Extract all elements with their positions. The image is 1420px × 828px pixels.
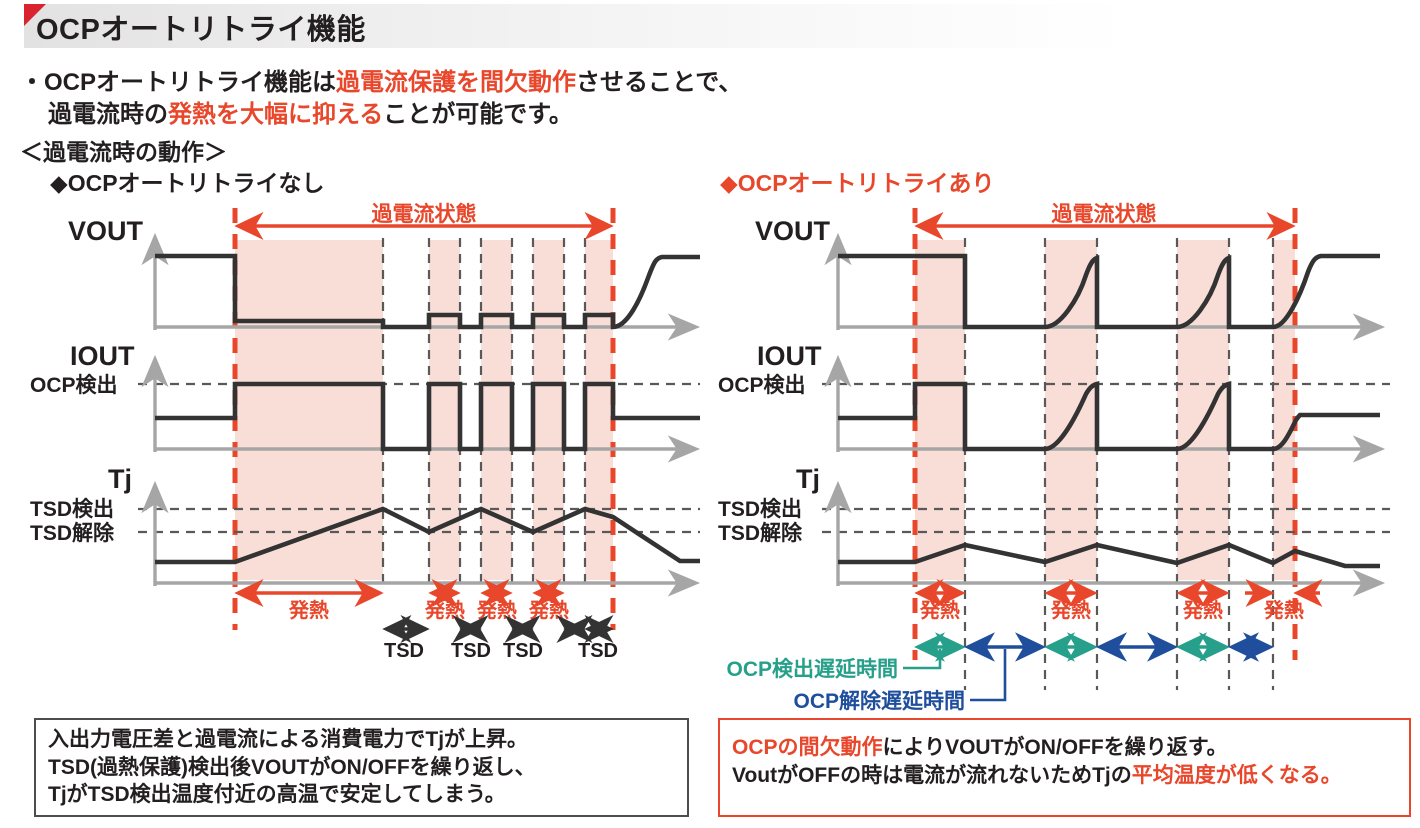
note-right-line-2: VoutがOFFの時は電流が流れないためTjの平均温度が低くなる。 [732, 762, 1409, 790]
heat-label: 発熱 [1182, 598, 1223, 622]
note-right-line-1: OCPの間欠動作によりVOUTがON/OFFを繰り返す。 [732, 734, 1409, 762]
timing-dashed-guides [963, 238, 1275, 690]
tj-waveform [838, 542, 1380, 569]
timing-dashed-guides [381, 238, 587, 586]
tsd-detect-label: TSD検出 [30, 497, 114, 521]
intro-line-2-part-a: 過電流時の [48, 101, 168, 128]
heat-label: 発熱 [1263, 598, 1304, 622]
tsd-release-label: TSD解除 [30, 521, 115, 545]
tj-waveform [155, 506, 700, 565]
intro-line-1-highlight: 過電流保護を間欠動作 [336, 69, 577, 96]
heat-label: 発熱 [528, 598, 569, 622]
tsd-span-labels: TSD TSD TSD TSD [384, 640, 618, 662]
tsd-release-label: TSD解除 [718, 521, 803, 545]
heat-span-labels: 発熱 発熱 発熱 発熱 [919, 598, 1304, 622]
left-panel-title: ◆OCPオートリトライなし [50, 170, 325, 196]
ocp-detect-delay-label: OCP検出遅延時間 [726, 657, 898, 681]
heat-span-labels: 発熱 発熱 発熱 発熱 [288, 598, 569, 622]
vout-axis-label: VOUT [68, 216, 144, 246]
tsd-label: TSD [451, 640, 491, 662]
heat-label: 発熱 [919, 598, 960, 622]
tsd-label: TSD [503, 640, 543, 662]
overcurrent-state-label: 過電流状態 [1052, 202, 1157, 226]
heat-label: 発熱 [288, 598, 329, 622]
note-right-line-2-highlight: 平均温度が低くなる。 [1131, 763, 1342, 787]
header-band [24, 4, 1408, 48]
intro-line-1: ・OCPオートリトライ機能は過電流保護を間欠動作させることで、 [20, 62, 742, 97]
chart-no-auto-retry: 過電流状態 VOUT IOUT OCP検出 Tj TSD検出 TSD解除 発熱 … [30, 202, 701, 662]
note-box-with-auto-retry: OCPの間欠動作によりVOUTがON/OFFを繰り返す。 VoutがOFFの時は… [718, 718, 1411, 817]
ocp-release-delay-label: OCP解除遅延時間 [793, 689, 965, 713]
iout-axis-label: IOUT [757, 341, 822, 371]
section-subheading: ＜過電流時の動作＞ [20, 139, 227, 165]
tj-axis-label: Tj [108, 464, 132, 494]
note-left-line-1: 入出力電圧差と過電流による消費電力でTjが上昇。 [48, 728, 529, 751]
note-right-line-2-part-a: VoutがOFFの時は電流が流れないためTjの [732, 763, 1132, 787]
vout-axis-label: VOUT [755, 216, 831, 246]
note-left-line-2: TSD(過熱保護)検出後VOUTがON/OFFを繰り返し、 [48, 755, 536, 779]
note-right-line-1-rest: によりVOUTがON/OFFを繰り返す。 [882, 736, 1228, 759]
overcurrent-shaded-bands [915, 240, 1295, 580]
tsd-label: TSD [578, 640, 618, 662]
page-title: OCPオートリトライ機能 [36, 14, 366, 46]
overcurrent-shaded-bands [235, 240, 613, 580]
ocp-detect-label: OCP検出 [718, 373, 806, 397]
tj-axis-label: Tj [796, 464, 820, 494]
intro-line-2-part-b: ことが可能です。 [383, 101, 573, 128]
intro-line-1-part-a: ・OCPオートリトライ機能は [20, 69, 337, 96]
iout-axis-label: IOUT [70, 341, 135, 371]
ocp-release-delay-leader [970, 649, 1007, 702]
iout-waveform [155, 381, 700, 452]
chart-with-auto-retry: 過電流状態 VOUT IOUT OCP検出 Tj TSD検出 TSD解除 発熱 … [700, 0, 1420, 828]
heat-label: 発熱 [476, 598, 517, 622]
note-right-line-1-highlight: OCPの間欠動作 [732, 736, 883, 759]
note-left-line-3: TjがTSD検出温度付近の高温で安定してしまう。 [48, 783, 506, 807]
heat-label: 発熱 [424, 598, 465, 622]
intro-line-1-part-b: させることで、 [576, 69, 743, 96]
iout-waveform [838, 381, 1380, 452]
tsd-label: TSD [384, 640, 424, 662]
right-panel-title: ◆OCPオートリトライあり [720, 170, 995, 196]
intro-line-2: 過電流時の発熱を大幅に抑えることが可能です。 [48, 94, 573, 129]
header-accent-corner [24, 4, 46, 26]
overcurrent-boundary-lines [912, 208, 1298, 660]
vout-waveform [838, 253, 1380, 330]
heat-label: 発熱 [1050, 598, 1091, 622]
ocp-detect-delay-leader [903, 649, 942, 670]
vout-waveform [155, 253, 700, 330]
note-box-no-auto-retry: 入出力電圧差と過電流による消費電力でTjが上昇。 TSD(過熱保護)検出後VOU… [34, 718, 689, 817]
ocp-detect-label: OCP検出 [30, 373, 118, 397]
intro-line-2-highlight: 発熱を大幅に抑える [168, 101, 384, 128]
tsd-detect-label: TSD検出 [718, 497, 802, 521]
overcurrent-state-label: 過電流状態 [372, 202, 477, 226]
